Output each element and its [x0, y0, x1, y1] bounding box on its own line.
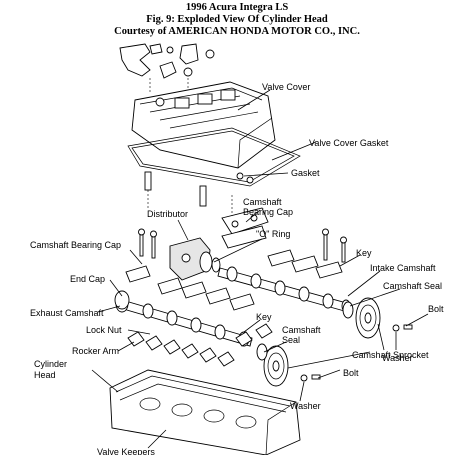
- intake-camshaft: [217, 266, 351, 313]
- label-intake-camshaft: Intake Camshaft: [370, 263, 436, 273]
- label-key-top: Key: [356, 248, 372, 258]
- mid-camshaft-seal: [256, 343, 268, 361]
- label-camshaft-seal-right: Camshaft Seal: [383, 281, 442, 291]
- label-camshaft-seal-mid-1: Camshaft: [282, 325, 321, 335]
- label-valve-cover-gasket: Valve Cover Gasket: [309, 138, 389, 148]
- header-figure-title: Fig. 9: Exploded View Of Cylinder Head: [146, 14, 328, 25]
- label-valve-cover: Valve Cover: [262, 82, 310, 92]
- label-camshaft-bearing-cap-top-1: Camshaft: [243, 197, 282, 207]
- camshaft-bearing-cap-upper: [221, 195, 269, 249]
- valve-cover: [131, 81, 276, 169]
- right-camshaft-sprocket: [355, 297, 381, 339]
- figure-header: 1996 Acura Integra LS Fig. 9: Exploded V…: [0, 2, 474, 38]
- label-exhaust-camshaft: Exhaust Camshaft: [30, 308, 104, 318]
- bottom-camshaft-sprocket: [263, 345, 289, 387]
- top-bracket-hardware: [119, 43, 215, 92]
- label-gasket: Gasket: [291, 168, 320, 178]
- header-model: 1996 Acura Integra LS: [185, 2, 289, 13]
- label-washer-right: Washer: [382, 353, 413, 363]
- left-cap-bolts: [138, 228, 157, 259]
- distributor: [169, 237, 221, 281]
- part-labels: Valve Cover Valve Cover Gasket Gasket Ca…: [30, 82, 444, 455]
- label-lock-nut: Lock Nut: [86, 325, 122, 335]
- rocker-arms: [127, 323, 273, 367]
- label-end-cap: End Cap: [70, 274, 105, 284]
- intake-side-bearing-caps: [267, 228, 347, 279]
- label-rocker-arm: Rocker Arm: [72, 346, 119, 356]
- label-cylinder-head-1: Cylinder: [34, 359, 67, 369]
- label-valve-keepers: Valve Keepers: [97, 447, 155, 455]
- label-o-ring: "O" Ring: [256, 229, 290, 239]
- label-bolt-right: Bolt: [428, 304, 444, 314]
- label-distributor: Distributor: [147, 209, 188, 219]
- washers-bolts: [300, 324, 413, 382]
- valve-cover-gasket: [127, 127, 301, 187]
- label-key-mid: Key: [256, 312, 272, 322]
- exhaust-side-bearing-caps: [125, 265, 255, 311]
- label-cylinder-head-2: Head: [34, 370, 56, 380]
- label-camshaft-bearing-cap-left: Camshaft Bearing Cap: [30, 240, 121, 250]
- cylinder-head: [109, 369, 301, 455]
- label-camshaft-bearing-cap-top-2: Bearing Cap: [243, 207, 293, 217]
- cover-studs: [144, 171, 207, 210]
- label-washer-bottom: Washer: [290, 401, 321, 411]
- end-cap: [114, 290, 130, 310]
- label-camshaft-seal-mid-2: Seal: [282, 335, 300, 345]
- label-bolt-bottom: Bolt: [343, 368, 359, 378]
- header-courtesy: Courtesy of AMERICAN HONDA MOTOR CO., IN…: [114, 26, 360, 37]
- label-camshaft-sprocket: Camshaft Sprocket: [352, 350, 429, 360]
- right-camshaft-seal: [342, 301, 354, 319]
- leader-lines: [91, 89, 429, 449]
